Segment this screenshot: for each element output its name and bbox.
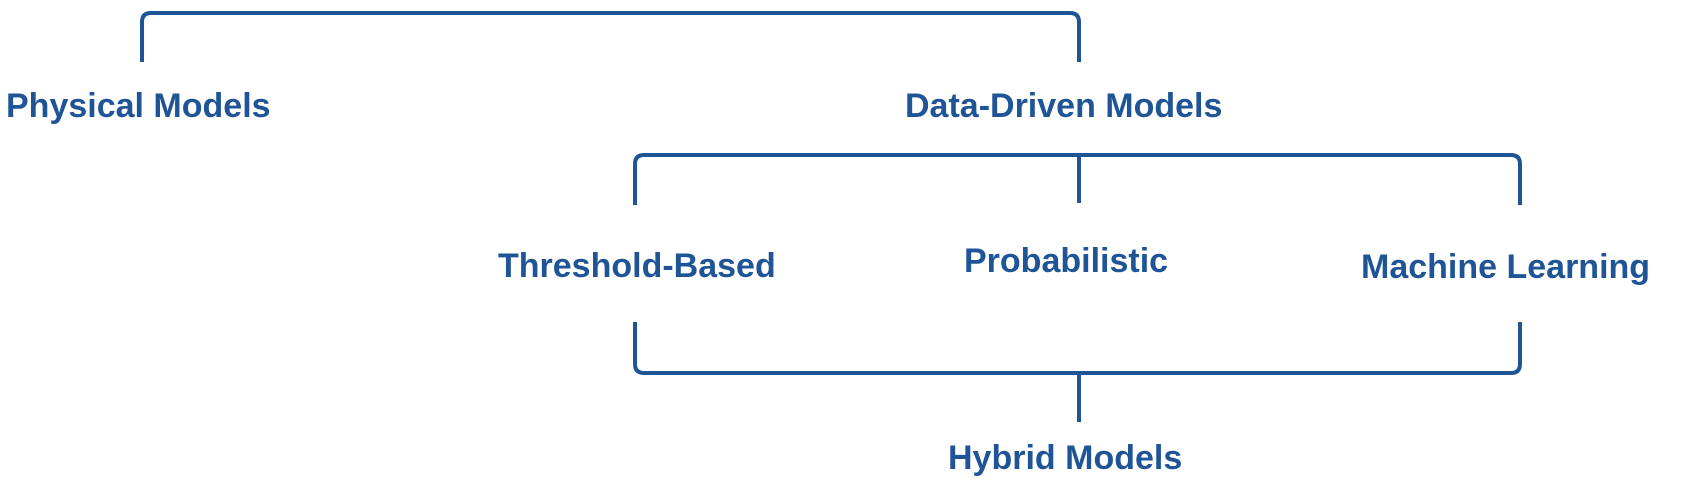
probabilistic-label: Probabilistic xyxy=(964,242,1169,280)
hybrid-merge-bracket xyxy=(633,322,1522,375)
threshold-based-label: Threshold-Based xyxy=(498,247,776,285)
top-bracket-connector xyxy=(140,11,1081,62)
physical-models-label: Physical Models xyxy=(6,87,271,125)
machine-learning-label: Machine Learning xyxy=(1361,248,1651,286)
hybrid-models-label: Hybrid Models xyxy=(948,439,1183,477)
data-driven-models-label: Data-Driven Models xyxy=(905,87,1223,125)
